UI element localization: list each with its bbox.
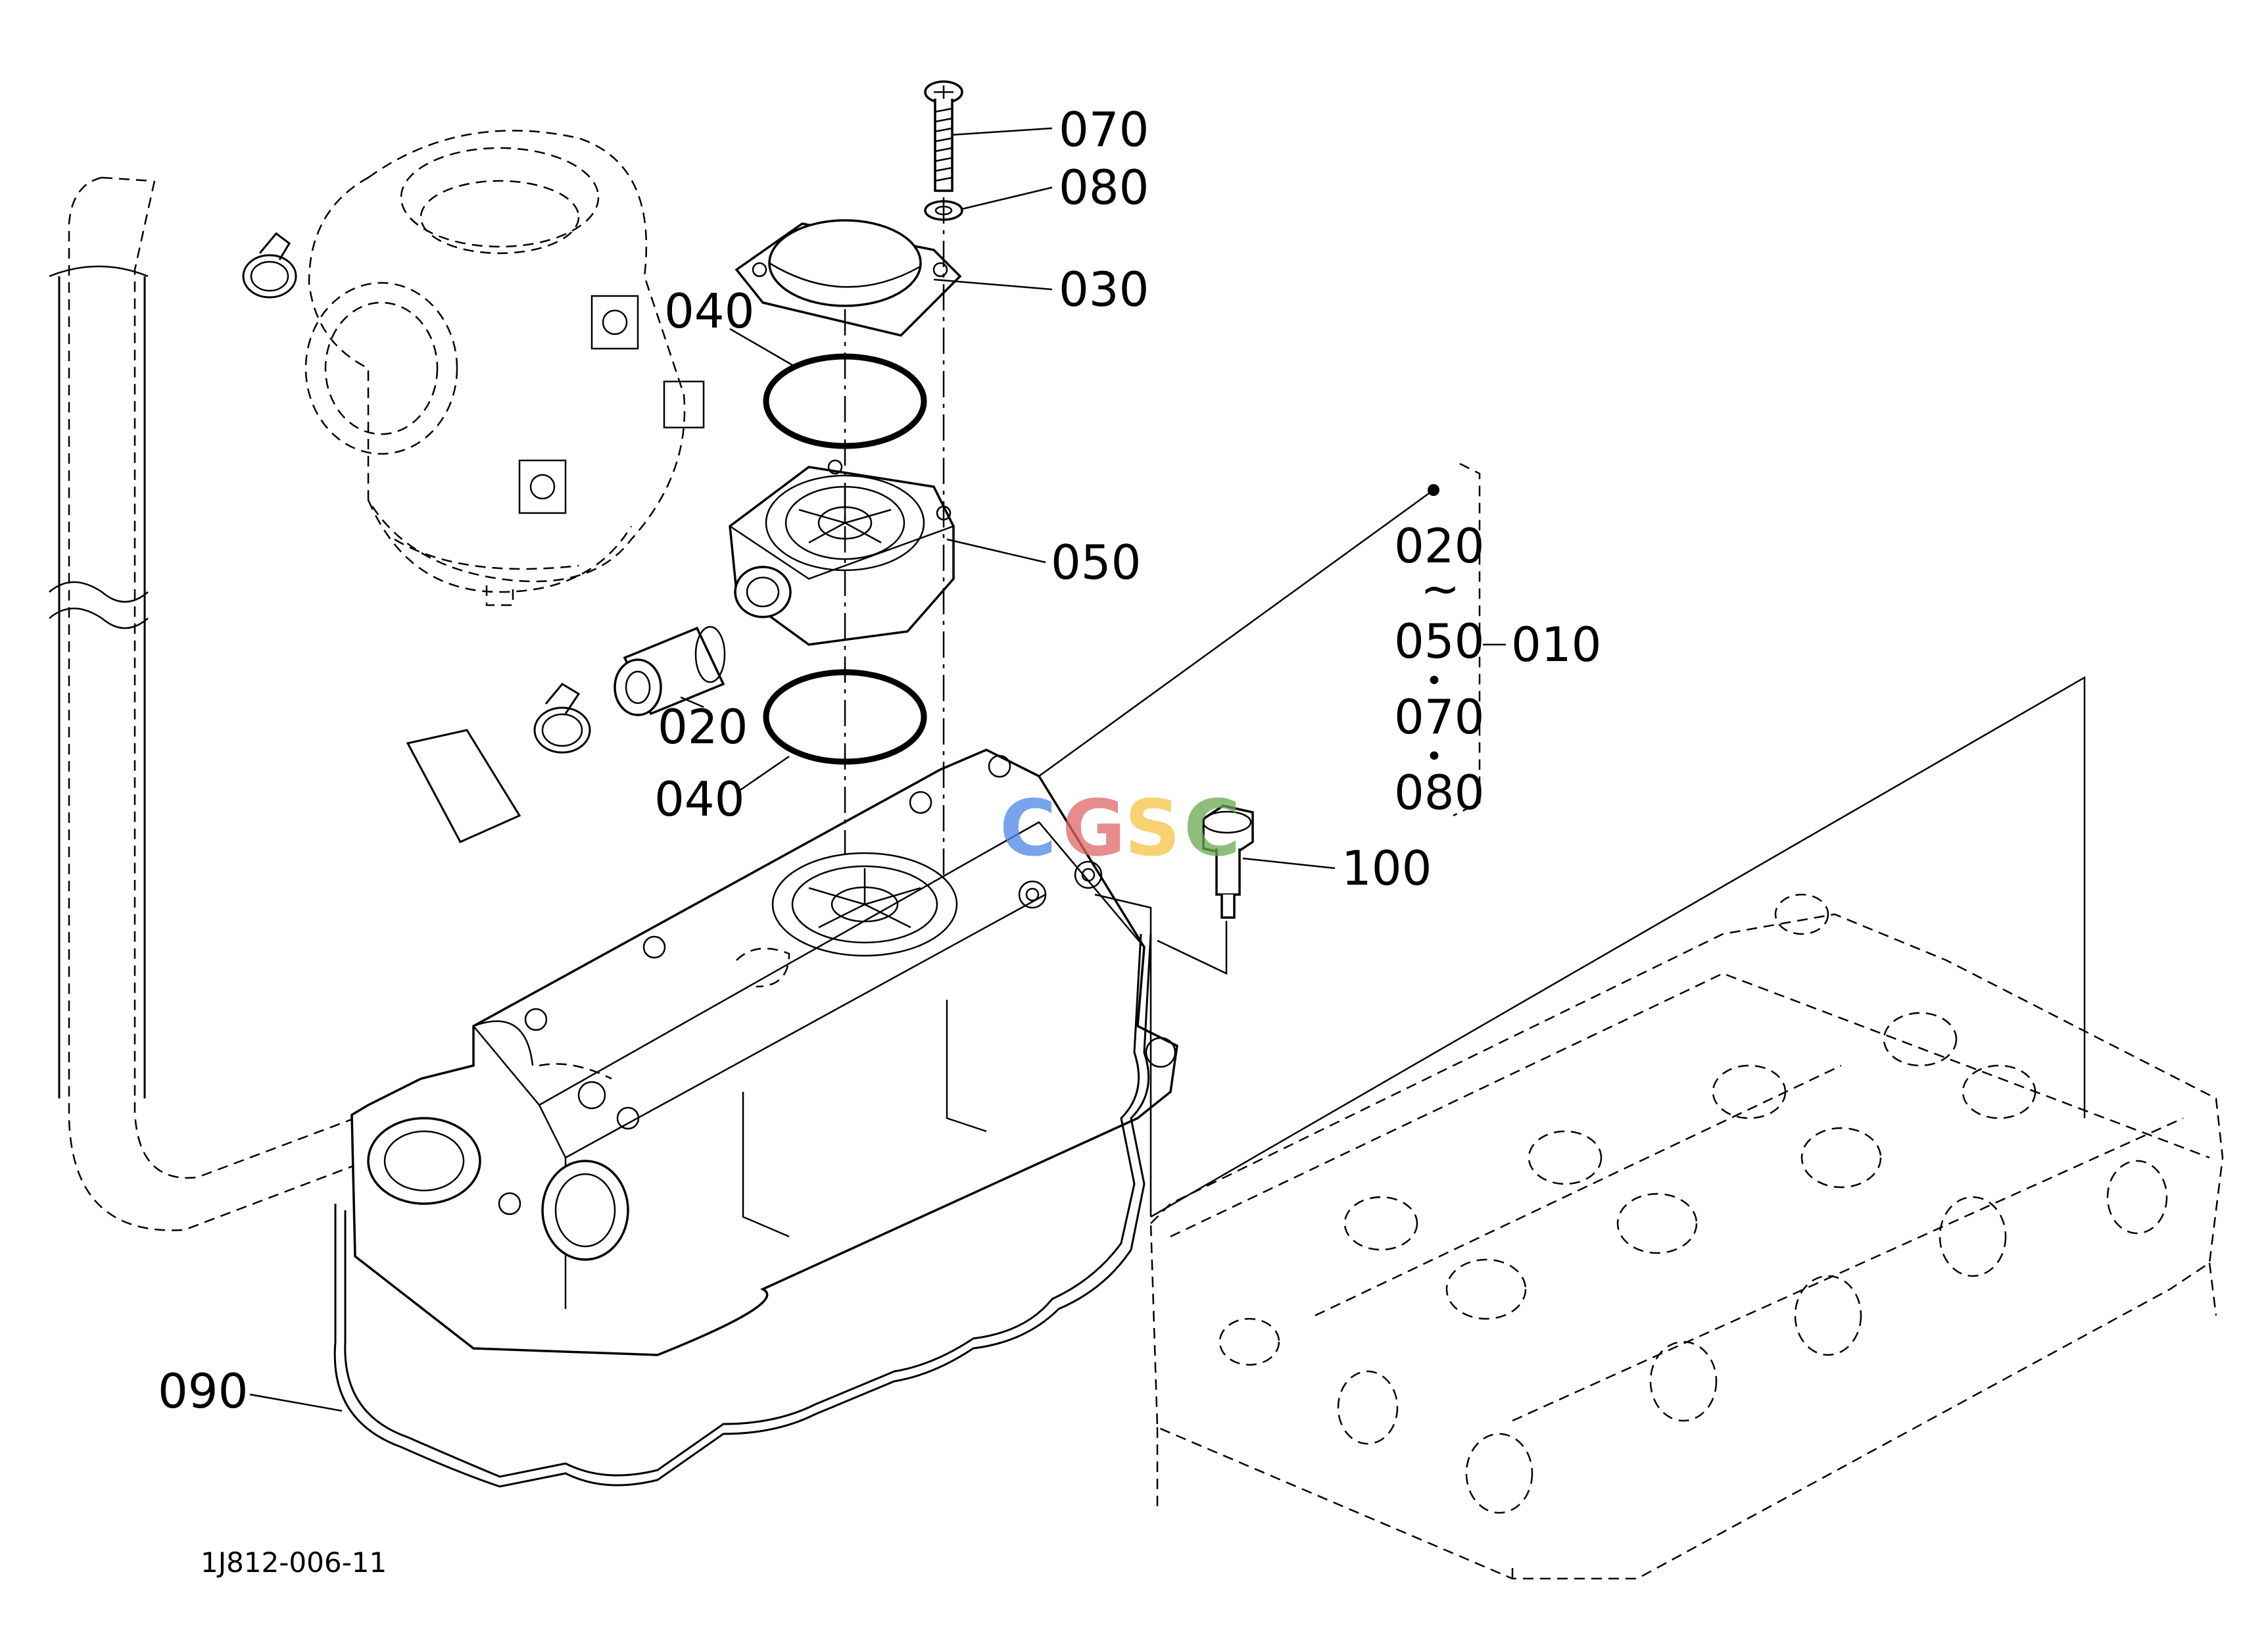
assembly-item-3: 070 [1394,689,1484,745]
bolt-100 [1202,804,1254,919]
assembly-group: 020 ~ 050 • 070 • 080 010 [1394,518,1601,820]
callout-100: 100 [1341,841,1432,896]
cylinder-head [1149,893,2224,1580]
leader-dot [1428,484,1439,496]
callout-030: 030 [1059,262,1149,317]
hose-clamp-upper [242,232,297,299]
screw-070 [924,80,963,192]
watermark-letter-2: G [1062,783,1126,873]
breather-body-050 [729,459,955,646]
leader-lines [249,127,2086,1412]
callout-040-upper: 040 [664,283,754,339]
callout-050: 050 [1051,535,1141,590]
drawing-code: 1J812-006-11 [201,1546,387,1579]
callout-070: 070 [1059,102,1149,157]
callout-labels: 070 080 030 040 050 020 040 100 090 [158,102,1432,1419]
watermark: C G S C [1000,783,1241,873]
pipe-nipple-020 [614,626,726,716]
assembly-range-mark: ~ [1420,561,1460,616]
hose-clamp-lower [533,683,591,754]
gasket-090 [333,933,1152,1488]
rocker-cover [350,749,1178,1356]
assembly-dot-2: • [1426,740,1443,774]
watermark-letter-1: C [1000,783,1057,873]
assembly-item-from: 020 [1394,518,1484,574]
assembly-number-010: 010 [1511,617,1601,672]
assembly-dot-1: • [1426,664,1443,698]
callout-090: 090 [158,1364,248,1419]
cover-030 [735,219,962,337]
watermark-letter-3: S [1124,783,1180,873]
callout-080: 080 [1059,160,1149,215]
callout-040-lower: 040 [654,772,744,827]
callout-020: 020 [658,699,748,754]
assembly-item-to: 050 [1394,614,1484,669]
air-cleaner-housing [304,130,705,606]
watermark-letter-4: C [1184,783,1241,873]
assembly-item-4: 080 [1394,765,1484,820]
breather-hose [49,176,521,1231]
